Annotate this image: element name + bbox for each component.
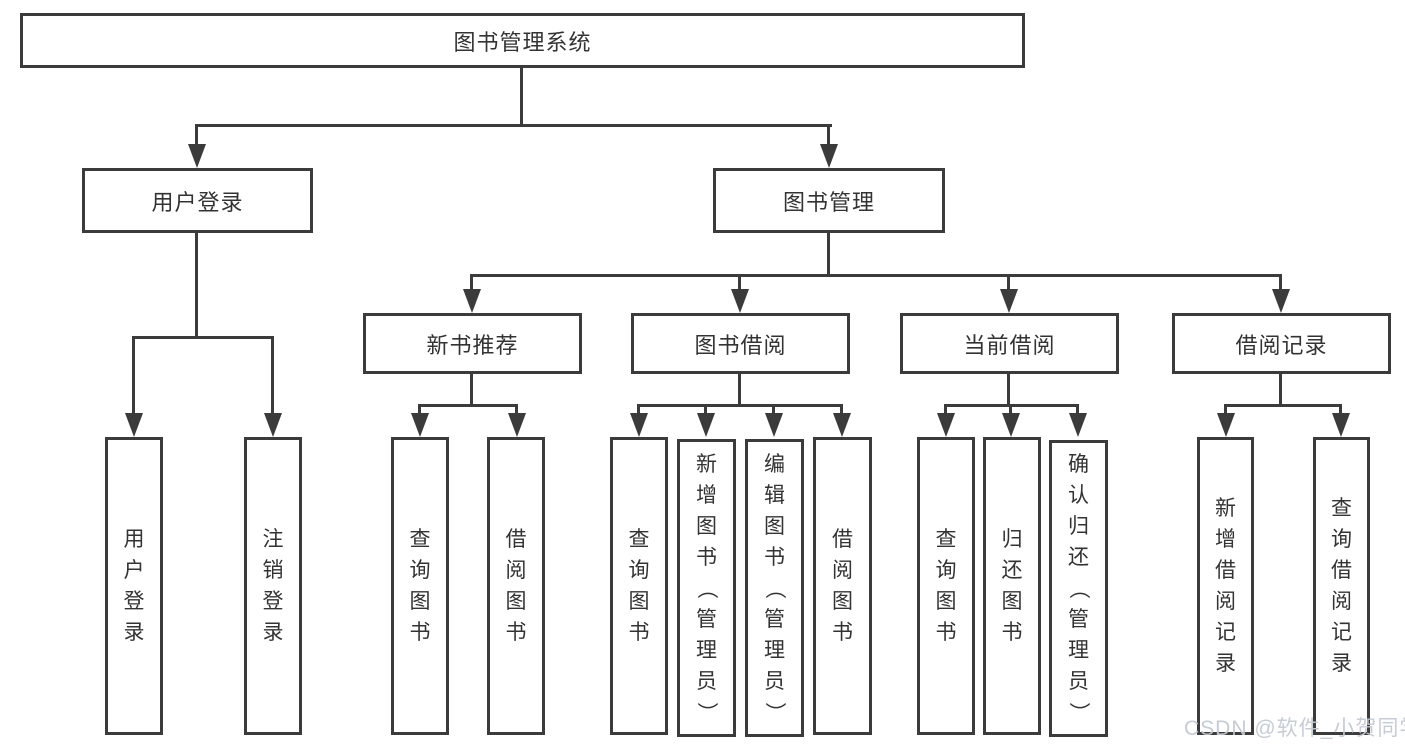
connector-userlogin-stem xyxy=(195,124,198,150)
node-root: 图书管理系统 xyxy=(20,13,1025,68)
arrow-down-icon xyxy=(833,413,851,437)
connector-leaf-stem xyxy=(944,404,947,416)
node-leaf-borrow-query-books-label: 查询图书 xyxy=(628,528,650,644)
connector-l3-stem xyxy=(1279,274,1282,292)
arrow-down-icon xyxy=(765,413,783,437)
connector-records-down xyxy=(1279,372,1282,407)
node-book-management: 图书管理 xyxy=(713,168,945,233)
connector-recommend-down xyxy=(470,372,473,407)
arrow-down-icon xyxy=(1002,413,1020,437)
node-leaf-add-borrow-record: 新增借阅记录 xyxy=(1197,437,1254,735)
node-borrow-records-label: 借阅记录 xyxy=(1235,332,1328,358)
node-book-borrow-label: 图书借阅 xyxy=(694,332,787,358)
node-leaf-current-query-books-label: 查询图书 xyxy=(935,528,957,644)
node-leaf-borrow-borrow-books: 借阅图书 xyxy=(813,437,872,735)
arrow-down-icon xyxy=(1069,413,1087,437)
arrow-down-icon xyxy=(731,289,749,313)
connector-bookmgmt-branch xyxy=(470,274,1282,277)
node-leaf-query-borrow-record-label: 查询借阅记录 xyxy=(1331,497,1352,675)
arrow-down-icon xyxy=(188,144,206,168)
node-current-borrow: 当前借阅 xyxy=(900,313,1119,374)
node-leaf-add-books-admin-label: 新增图书（管理员） xyxy=(695,452,718,723)
connector-records-branch xyxy=(1224,404,1342,407)
connector-leaf-stem xyxy=(704,404,707,416)
connector-leaf-stem xyxy=(772,404,775,416)
node-leaf-recommend-query-books: 查询图书 xyxy=(391,437,449,735)
connector-leaf-stem xyxy=(1009,404,1012,416)
node-leaf-return-books: 归还图书 xyxy=(983,437,1041,735)
node-new-book-recommend-label: 新书推荐 xyxy=(426,332,519,358)
node-leaf-add-borrow-record-label: 新增借阅记录 xyxy=(1215,497,1236,675)
connector-leaf-stem xyxy=(271,336,274,415)
connector-l3-stem xyxy=(1007,274,1010,292)
arrow-down-icon xyxy=(697,413,715,437)
connector-leaf-stem xyxy=(418,404,421,416)
watermark: CSDN @软件_小贺同学 xyxy=(1184,717,1405,740)
connector-root-branch xyxy=(195,124,832,127)
node-leaf-recommend-query-books-label: 查询图书 xyxy=(409,528,431,644)
node-leaf-add-books-admin: 新增图书（管理员） xyxy=(677,439,736,737)
node-leaf-borrow-query-books: 查询图书 xyxy=(610,437,668,735)
node-leaf-confirm-return-admin: 确认归还（管理员） xyxy=(1049,440,1108,737)
connector-leaf-stem xyxy=(1339,404,1342,416)
node-current-borrow-label: 当前借阅 xyxy=(963,332,1056,358)
connector-bookmgmt-stem xyxy=(827,124,830,150)
node-new-book-recommend: 新书推荐 xyxy=(363,313,582,374)
node-leaf-confirm-return-admin-label: 确认归还（管理员） xyxy=(1067,453,1090,723)
connector-userlogin-down xyxy=(195,231,198,338)
connector-leaf-stem xyxy=(637,404,640,416)
arrow-down-icon xyxy=(125,413,143,437)
arrow-down-icon xyxy=(411,413,429,437)
node-user-login-label: 用户登录 xyxy=(151,189,244,215)
node-leaf-logout-label: 注销登录 xyxy=(262,528,284,644)
node-leaf-edit-books-admin: 编辑图书（管理员） xyxy=(745,439,804,737)
arrow-down-icon xyxy=(1272,289,1290,313)
connector-bookmgmt-down xyxy=(827,231,830,276)
arrow-down-icon xyxy=(264,413,282,437)
node-user-login: 用户登录 xyxy=(82,168,313,233)
connector-leaf-stem xyxy=(515,404,518,416)
node-leaf-borrow-borrow-books-label: 借阅图书 xyxy=(832,528,853,644)
arrow-down-icon xyxy=(630,413,648,437)
connector-leaf-stem xyxy=(840,404,843,416)
node-root-label: 图书管理系统 xyxy=(453,29,592,55)
node-book-borrow: 图书借阅 xyxy=(631,313,850,374)
connector-leaf-stem xyxy=(1076,404,1079,416)
arrow-down-icon xyxy=(463,289,481,313)
node-leaf-current-query-books: 查询图书 xyxy=(917,437,975,735)
connector-l3-stem xyxy=(470,274,473,292)
node-book-management-label: 图书管理 xyxy=(782,189,875,215)
connector-l3-stem xyxy=(738,274,741,292)
arrow-down-icon xyxy=(1000,289,1018,313)
arrow-down-icon xyxy=(820,144,838,168)
connector-leaf-stem xyxy=(1224,404,1227,416)
node-leaf-return-books-label: 归还图书 xyxy=(1001,528,1023,644)
arrow-down-icon xyxy=(508,413,526,437)
node-leaf-query-borrow-record: 查询借阅记录 xyxy=(1313,437,1370,735)
node-leaf-user-login-label: 用户登录 xyxy=(123,528,145,644)
node-leaf-recommend-borrow-books: 借阅图书 xyxy=(487,437,545,735)
connector-leaf-stem xyxy=(132,336,135,415)
arrow-down-icon xyxy=(1217,413,1235,437)
node-leaf-user-login: 用户登录 xyxy=(105,437,163,735)
arrow-down-icon xyxy=(937,413,955,437)
connector-root-stem xyxy=(520,66,523,126)
connector-currentborrow-down xyxy=(1007,372,1010,407)
connector-bookborrow-down xyxy=(738,372,741,407)
node-leaf-edit-books-admin-label: 编辑图书（管理员） xyxy=(763,452,786,723)
connector-userlogin-branch xyxy=(132,336,274,339)
connector-recommend-branch xyxy=(418,404,518,407)
arrow-down-icon xyxy=(1332,413,1350,437)
connector-bookborrow-branch xyxy=(637,404,843,407)
node-borrow-records: 借阅记录 xyxy=(1172,313,1391,374)
node-leaf-logout: 注销登录 xyxy=(244,437,302,735)
node-leaf-recommend-borrow-books-label: 借阅图书 xyxy=(505,528,527,644)
